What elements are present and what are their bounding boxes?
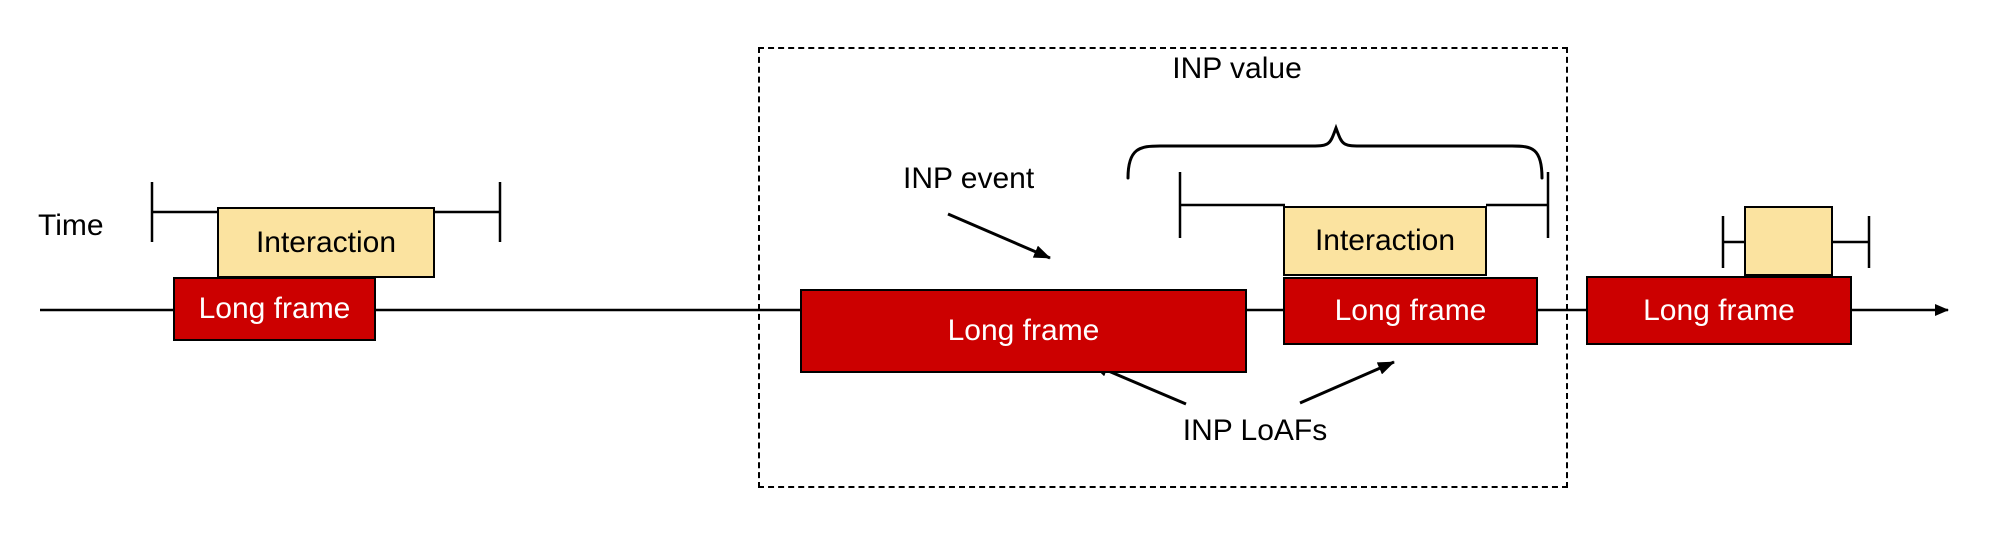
- axis-label-time: Time: [38, 209, 104, 242]
- interaction-duration-marker-inp: [1178, 172, 1550, 238]
- inp-scope-dashed-region: [758, 47, 1568, 488]
- long-frame-box-inp-first[interactable]: Long frame: [800, 289, 1247, 373]
- annotation-inp-loafs: INP LoAFs: [1182, 414, 1328, 447]
- long-frame-box-inp-second[interactable]: Long frame: [1283, 277, 1538, 345]
- long-frame-box-left[interactable]: Long frame: [173, 277, 376, 341]
- interaction-duration-marker-left: [150, 182, 502, 242]
- inp-event-arrow: [947, 212, 1051, 260]
- inp-value-brace: [1126, 123, 1544, 180]
- annotation-inp-value: INP value: [1172, 52, 1302, 85]
- long-frame-box-right[interactable]: Long frame: [1586, 276, 1852, 345]
- interaction-box-inp[interactable]: Interaction: [1283, 206, 1487, 276]
- inp-loafs-arrow-right: [1299, 360, 1395, 405]
- interaction-duration-marker-right: [1721, 216, 1871, 268]
- interaction-box-right[interactable]: [1744, 206, 1833, 276]
- interaction-box-left[interactable]: Interaction: [217, 207, 435, 278]
- annotation-inp-event: INP event: [903, 162, 1035, 195]
